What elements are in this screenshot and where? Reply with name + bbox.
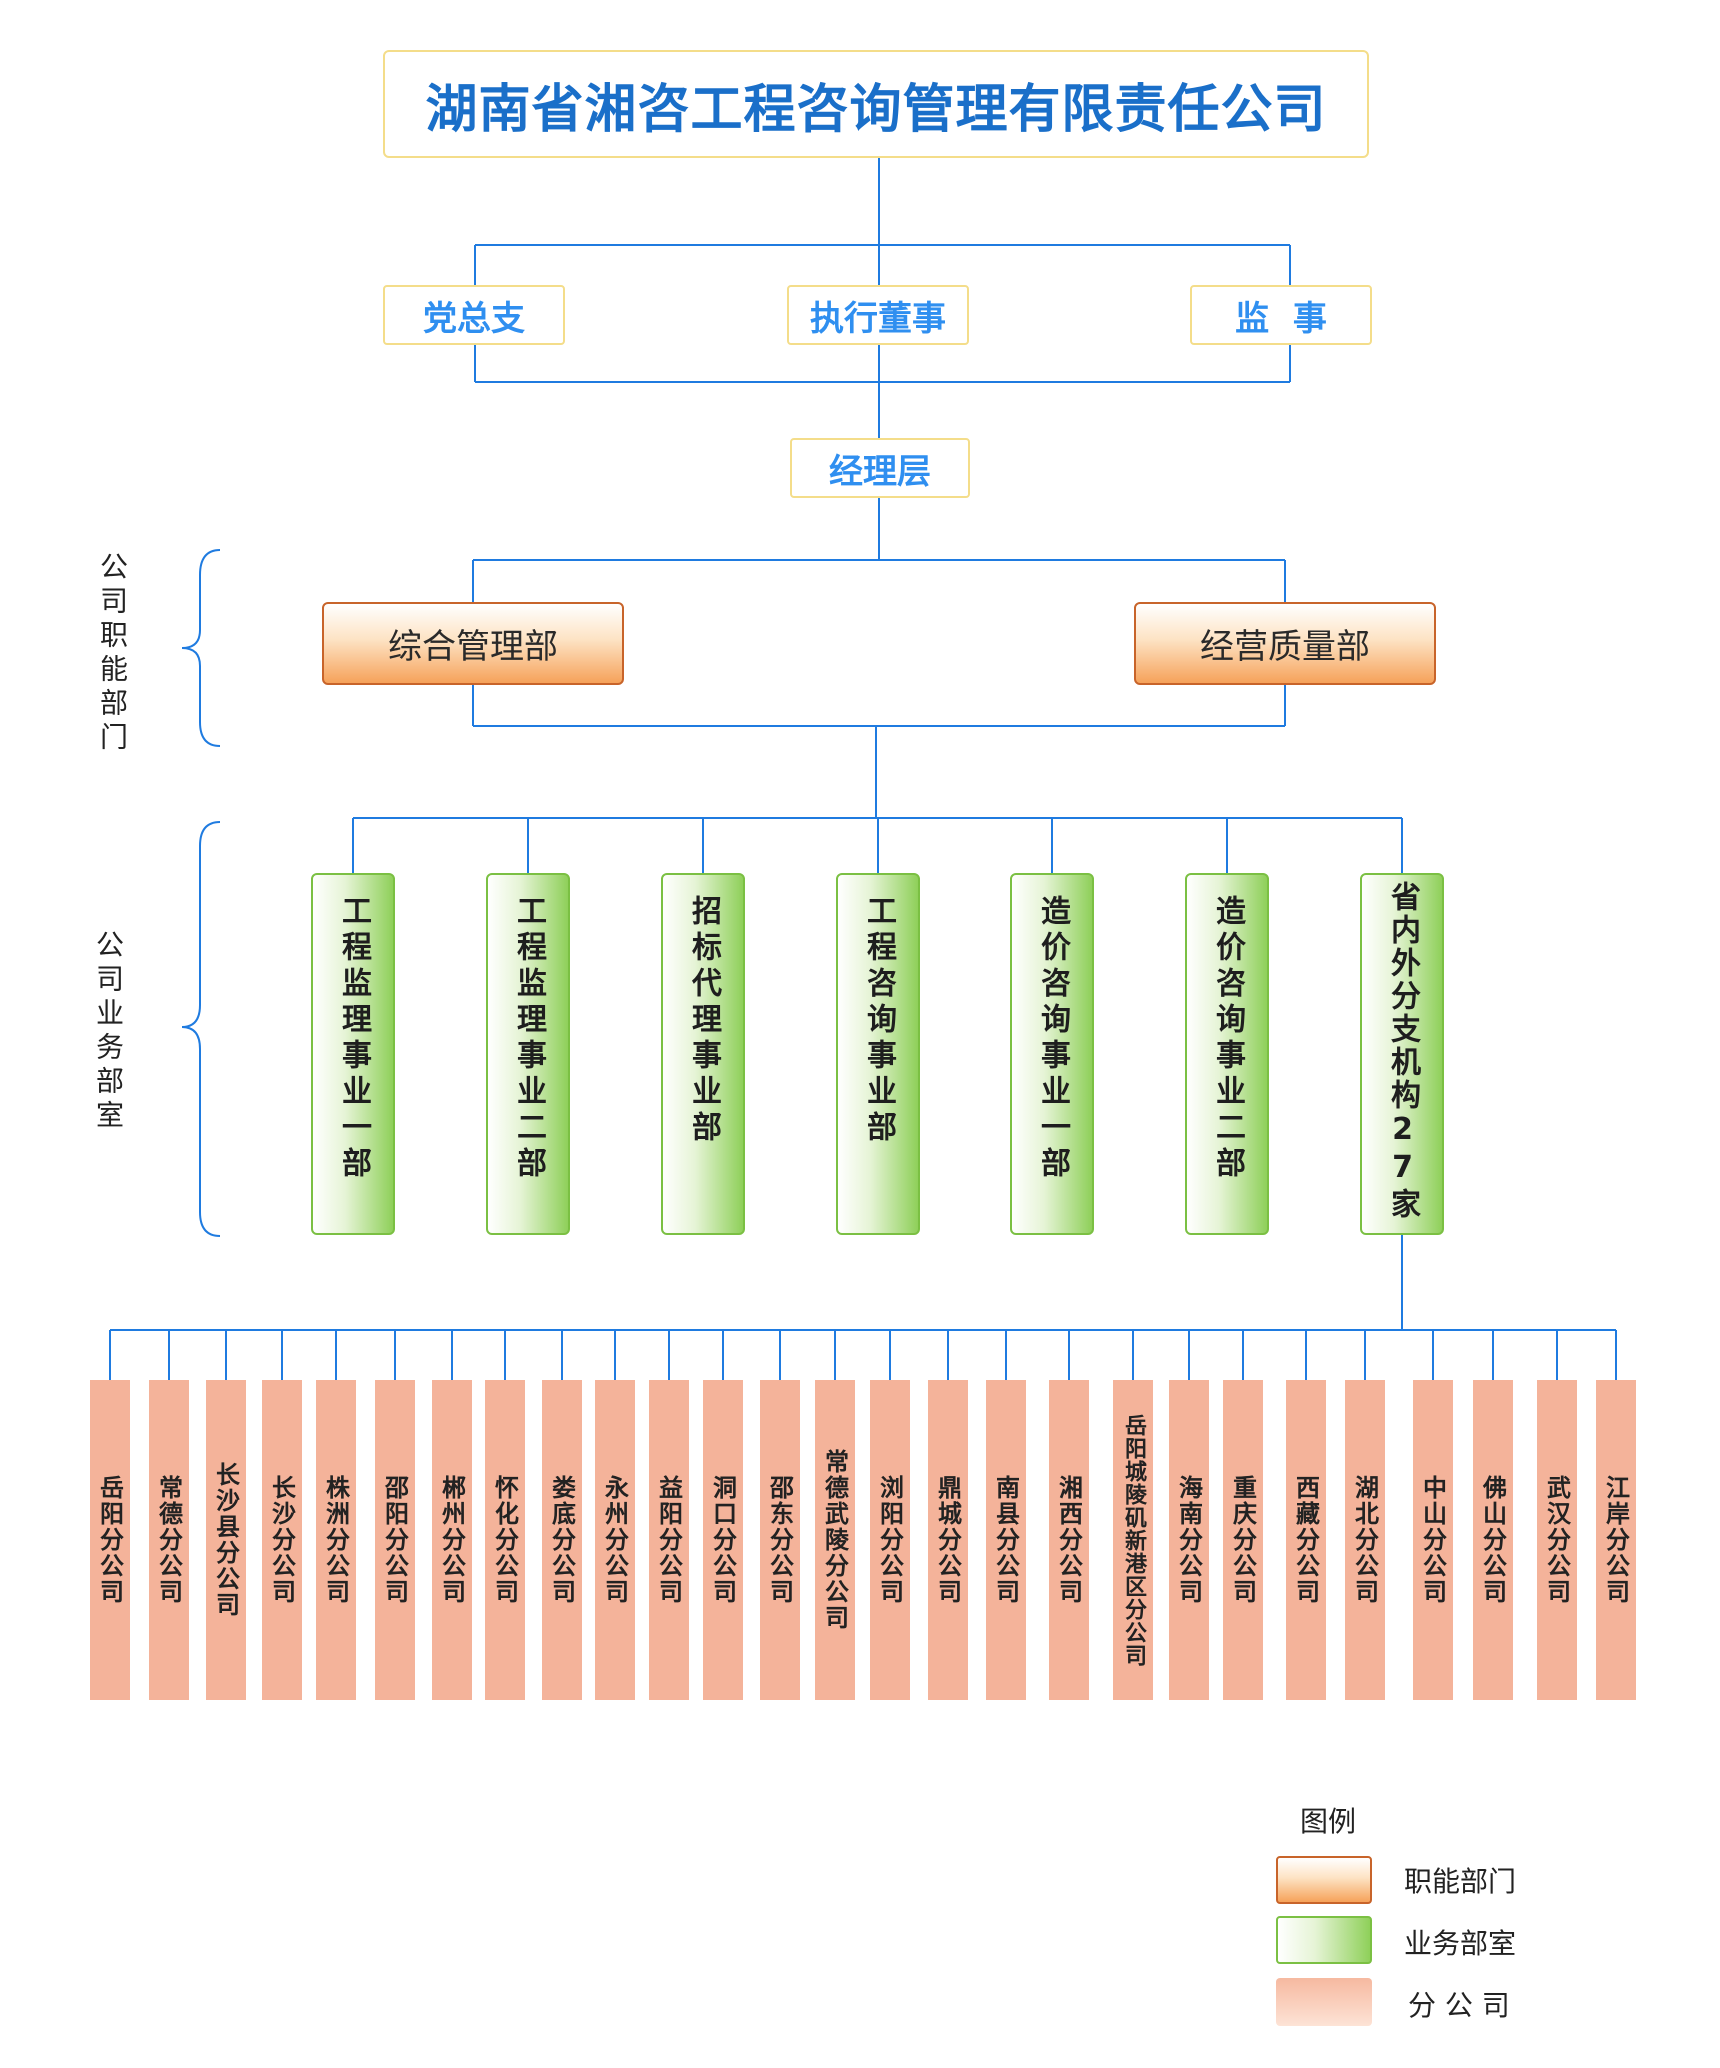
branch-box: 益阳分公司 xyxy=(649,1380,689,1700)
branch-box: 邵东分公司 xyxy=(760,1380,800,1700)
supervisor-box: 监 事 xyxy=(1190,285,1372,345)
general-management-label: 综合管理部 xyxy=(388,627,558,667)
branch-box: 武汉分公司 xyxy=(1537,1380,1577,1700)
branch-box: 永州分公司 xyxy=(595,1380,635,1700)
branch-box: 株洲分公司 xyxy=(316,1380,356,1700)
legend-functional-label: 职能部门 xyxy=(1404,1865,1517,1898)
branch-label: 岳阳分公司 xyxy=(95,1475,124,1605)
legend-functional-swatch xyxy=(1276,1856,1372,1904)
branch-label: 长沙分公司 xyxy=(267,1475,296,1605)
company-title: 湖南省湘咨工程咨询管理有限责任公司 xyxy=(425,79,1327,140)
branch-box: 岳阳分公司 xyxy=(90,1380,130,1700)
branch-label: 重庆分公司 xyxy=(1228,1475,1257,1605)
general-management-dept: 综合管理部 xyxy=(322,602,624,685)
branch-label: 西藏分公司 xyxy=(1291,1475,1320,1605)
branch-label: 邵东分公司 xyxy=(765,1475,794,1605)
branch-box: 郴州分公司 xyxy=(432,1380,472,1700)
branch-box: 鼎城分公司 xyxy=(928,1380,968,1700)
branch-box: 长沙县分公司 xyxy=(206,1380,246,1700)
business-dept-box: 工程监理事业二部 xyxy=(486,873,570,1235)
legend-branch-swatch xyxy=(1276,1978,1372,2026)
branch-label: 海南分公司 xyxy=(1174,1475,1203,1605)
business-dept-label: 造价咨询事业二部 xyxy=(1210,895,1245,1183)
branch-box: 重庆分公司 xyxy=(1223,1380,1263,1700)
branch-label: 常德武陵分公司 xyxy=(820,1449,849,1631)
branch-label: 常德分公司 xyxy=(154,1475,183,1605)
branch-label: 永州分公司 xyxy=(600,1475,629,1605)
branch-label: 湖北分公司 xyxy=(1350,1475,1379,1605)
legend-business-swatch xyxy=(1276,1916,1372,1964)
branch-label: 长沙县分公司 xyxy=(211,1462,240,1618)
branch-box: 怀化分公司 xyxy=(485,1380,525,1700)
company-title-box: 湖南省湘咨工程咨询管理有限责任公司 xyxy=(383,50,1369,158)
branch-label: 娄底分公司 xyxy=(547,1475,576,1605)
branch-label: 益阳分公司 xyxy=(654,1475,683,1605)
branch-box: 常德武陵分公司 xyxy=(815,1380,855,1700)
manager-box: 经理层 xyxy=(790,438,970,498)
legend-title: 图例 xyxy=(1300,1805,1357,1838)
functional-side-label: 公司职能部门 xyxy=(96,552,129,756)
branch-box: 海南分公司 xyxy=(1169,1380,1209,1700)
business-dept-label: 省内外分支机构27家 xyxy=(1385,881,1420,1221)
business-dept-box: 造价咨询事业一部 xyxy=(1010,873,1094,1235)
branch-label: 湘西分公司 xyxy=(1054,1475,1083,1605)
business-dept-label: 工程监理事业一部 xyxy=(336,895,371,1183)
business-side-label: 公司业务部室 xyxy=(92,930,125,1134)
branch-box: 浏阳分公司 xyxy=(870,1380,910,1700)
branch-box: 西藏分公司 xyxy=(1286,1380,1326,1700)
business-dept-box: 省内外分支机构27家 xyxy=(1360,873,1444,1235)
branch-label: 浏阳分公司 xyxy=(875,1475,904,1605)
branch-box: 邵阳分公司 xyxy=(375,1380,415,1700)
legend-branch-label: 分 公 司 xyxy=(1408,1989,1510,2022)
business-dept-label: 工程监理事业二部 xyxy=(511,895,546,1183)
branch-box: 南县分公司 xyxy=(986,1380,1026,1700)
legend-business-label: 业务部室 xyxy=(1404,1927,1517,1960)
branch-box: 江岸分公司 xyxy=(1596,1380,1636,1700)
branch-box: 娄底分公司 xyxy=(542,1380,582,1700)
branch-label: 鼎城分公司 xyxy=(933,1475,962,1605)
branch-label: 邵阳分公司 xyxy=(380,1475,409,1605)
branch-box: 湘西分公司 xyxy=(1049,1380,1089,1700)
business-dept-label: 工程咨询事业部 xyxy=(861,895,896,1147)
business-quality-label: 经营质量部 xyxy=(1200,627,1370,667)
branch-box: 洞口分公司 xyxy=(703,1380,743,1700)
branch-label: 怀化分公司 xyxy=(490,1475,519,1605)
branch-label: 岳阳城陵矶新港区分公司 xyxy=(1121,1413,1146,1667)
business-dept-label: 招标代理事业部 xyxy=(686,895,721,1147)
branch-label: 郴州分公司 xyxy=(437,1475,466,1605)
branch-label: 佛山分公司 xyxy=(1478,1475,1507,1605)
business-dept-box: 工程咨询事业部 xyxy=(836,873,920,1235)
branch-box: 湖北分公司 xyxy=(1345,1380,1385,1700)
branch-box: 佛山分公司 xyxy=(1473,1380,1513,1700)
business-dept-box: 造价咨询事业二部 xyxy=(1185,873,1269,1235)
executive-director-label: 执行董事 xyxy=(810,298,946,339)
executive-director-box: 执行董事 xyxy=(787,285,969,345)
branch-box: 中山分公司 xyxy=(1413,1380,1453,1700)
branch-label: 中山分公司 xyxy=(1418,1475,1447,1605)
business-quality-dept: 经营质量部 xyxy=(1134,602,1436,685)
party-branch-label: 党总支 xyxy=(423,298,525,339)
manager-label: 经理层 xyxy=(829,451,931,492)
business-dept-box: 招标代理事业部 xyxy=(661,873,745,1235)
supervisor-label: 监 事 xyxy=(1235,298,1327,339)
branch-label: 南县分公司 xyxy=(991,1475,1020,1605)
branch-box: 岳阳城陵矶新港区分公司 xyxy=(1113,1380,1153,1700)
branch-box: 长沙分公司 xyxy=(262,1380,302,1700)
branch-label: 洞口分公司 xyxy=(708,1475,737,1605)
branch-label: 武汉分公司 xyxy=(1542,1475,1571,1605)
business-dept-box: 工程监理事业一部 xyxy=(311,873,395,1235)
branch-box: 常德分公司 xyxy=(149,1380,189,1700)
branch-label: 株洲分公司 xyxy=(321,1475,350,1605)
party-branch-box: 党总支 xyxy=(383,285,565,345)
branch-label: 江岸分公司 xyxy=(1601,1475,1630,1605)
business-dept-label: 造价咨询事业一部 xyxy=(1035,895,1070,1183)
